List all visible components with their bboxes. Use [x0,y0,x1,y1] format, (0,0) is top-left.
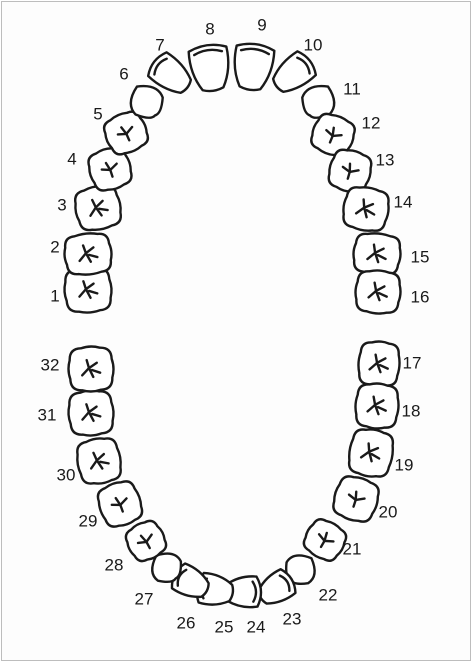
tooth-crown-17 [357,340,401,388]
tooth-crown-16 [354,269,402,315]
tooth-number-9: 9 [257,15,266,34]
tooth-number-5: 5 [93,104,102,123]
tooth-number-25: 25 [215,617,234,636]
tooth-number-6: 6 [119,64,128,83]
tooth-16 [354,269,402,315]
tooth-number-16: 16 [411,287,430,306]
tooth-crown-2 [62,231,113,277]
tooth-crown-19 [346,426,397,480]
tooth-17 [357,340,401,388]
tooth-30 [74,435,124,487]
tooth-number-22: 22 [319,585,338,604]
tooth-14 [340,184,392,234]
tooth-number-23: 23 [283,609,302,628]
tooth-number-7: 7 [155,35,164,54]
tooth-number-30: 30 [57,465,76,484]
tooth-number-11: 11 [343,79,361,98]
tooth-number-32: 32 [41,355,60,374]
tooth-number-4: 4 [67,149,76,168]
lower-arch: 17 18 19 20 21 22 23 24 25 26 27 28 29 30 31 32 [38,340,422,636]
tooth-32 [68,346,115,393]
tooth-number-14: 14 [394,192,413,211]
tooth-number-29: 29 [79,511,98,530]
tooth-number-12: 12 [362,113,381,132]
tooth-number-21: 21 [343,539,362,558]
tooth-number-1: 1 [50,286,59,305]
tooth-crown-31 [67,389,115,437]
tooth-number-20: 20 [379,502,398,521]
tooth-number-17: 17 [403,353,422,372]
tooth-number-19: 19 [395,455,414,474]
tooth-19 [346,426,397,480]
tooth-number-28: 28 [105,555,124,574]
tooth-crown-18 [354,382,400,430]
tooth-number-2: 2 [50,237,59,256]
tooth-20 [329,472,383,526]
tooth-9 [231,42,276,93]
tooth-crown-30 [74,435,124,487]
tooth-number-10: 10 [304,35,323,54]
tooth-number-26: 26 [177,613,196,632]
tooth-number-18: 18 [402,401,421,420]
tooth-crown-14 [340,184,392,234]
tooth-8 [188,43,233,94]
tooth-number-13: 13 [376,150,395,169]
tooth-31 [67,389,115,437]
tooth-number-31: 31 [38,405,57,424]
tooth-number-24: 24 [247,617,266,636]
tooth-number-27: 27 [135,589,154,608]
tooth-number-3: 3 [57,195,66,214]
tooth-crown-32 [68,346,115,393]
tooth-number-15: 15 [411,247,430,266]
tooth-18 [354,382,400,430]
tooth-number-8: 8 [205,19,214,38]
tooth-2 [62,231,113,277]
